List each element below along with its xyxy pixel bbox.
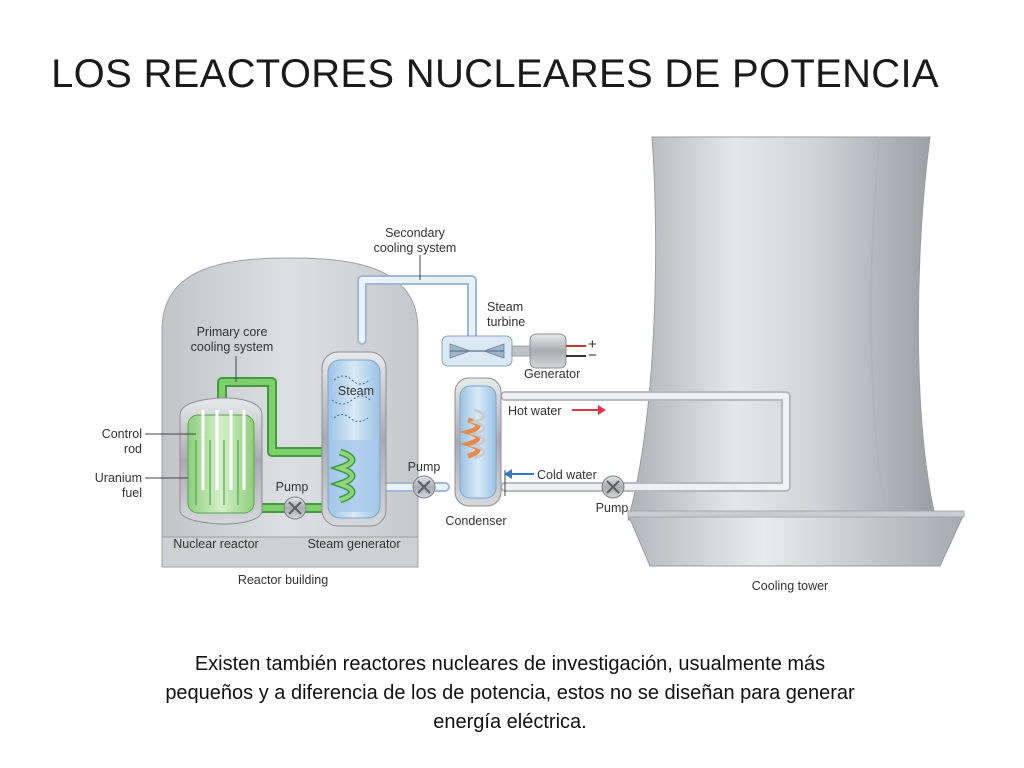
label-secondary-cooling-line1: Secondary xyxy=(385,226,446,240)
label-pump-primary: Pump xyxy=(276,480,309,494)
pump-primary-icon xyxy=(283,496,307,520)
label-condenser: Condenser xyxy=(445,514,506,528)
label-primary-core-line2: cooling system xyxy=(191,340,274,354)
label-steam-generator: Steam generator xyxy=(307,537,400,551)
leader-lines xyxy=(145,255,506,496)
nuclear-reactor-vessel xyxy=(179,397,263,525)
label-pump-secondary: Pump xyxy=(408,460,441,474)
label-steam-turbine-line1: Steam xyxy=(487,300,523,314)
label-generator: Generator xyxy=(524,367,580,381)
label-steam-turbine-line2: turbine xyxy=(487,315,525,329)
cold-water-arrow-icon xyxy=(504,469,534,479)
label-reactor-building: Reactor building xyxy=(238,573,328,587)
label-control-rod-line2: rod xyxy=(124,442,142,456)
label-uranium-fuel-line2: fuel xyxy=(122,486,142,500)
hot-water-arrow-icon xyxy=(572,405,606,415)
label-cooling-tower: Cooling tower xyxy=(752,579,828,593)
label-pump-tower: Pump xyxy=(596,501,629,515)
label-minus: − xyxy=(588,347,597,364)
label-control-rod-line1: Control xyxy=(102,427,142,441)
label-plus: + xyxy=(588,336,597,353)
label-hot-water: Hot water xyxy=(508,404,562,418)
steam-generator-vessel xyxy=(321,351,387,527)
control-rods xyxy=(201,410,246,490)
pump-tower-icon xyxy=(601,475,625,499)
generator-unit xyxy=(511,333,586,369)
label-steam: Steam xyxy=(338,384,374,398)
slide-caption: Existen también reactores nucleares de i… xyxy=(165,653,855,733)
label-secondary-cooling-line2: cooling system xyxy=(374,241,457,255)
steam-turbine xyxy=(441,335,513,367)
cooling-tower xyxy=(627,136,965,567)
label-cold-water: Cold water xyxy=(537,468,597,482)
condenser-vessel xyxy=(454,377,502,507)
slide-title: LOS REACTORES NUCLEARES DE POTENCIA xyxy=(51,52,939,96)
label-primary-core-line1: Primary core xyxy=(197,325,268,339)
label-nuclear-reactor: Nuclear reactor xyxy=(173,537,258,551)
label-uranium-fuel-line1: Uranium xyxy=(95,471,142,485)
pump-secondary-icon xyxy=(412,475,436,499)
